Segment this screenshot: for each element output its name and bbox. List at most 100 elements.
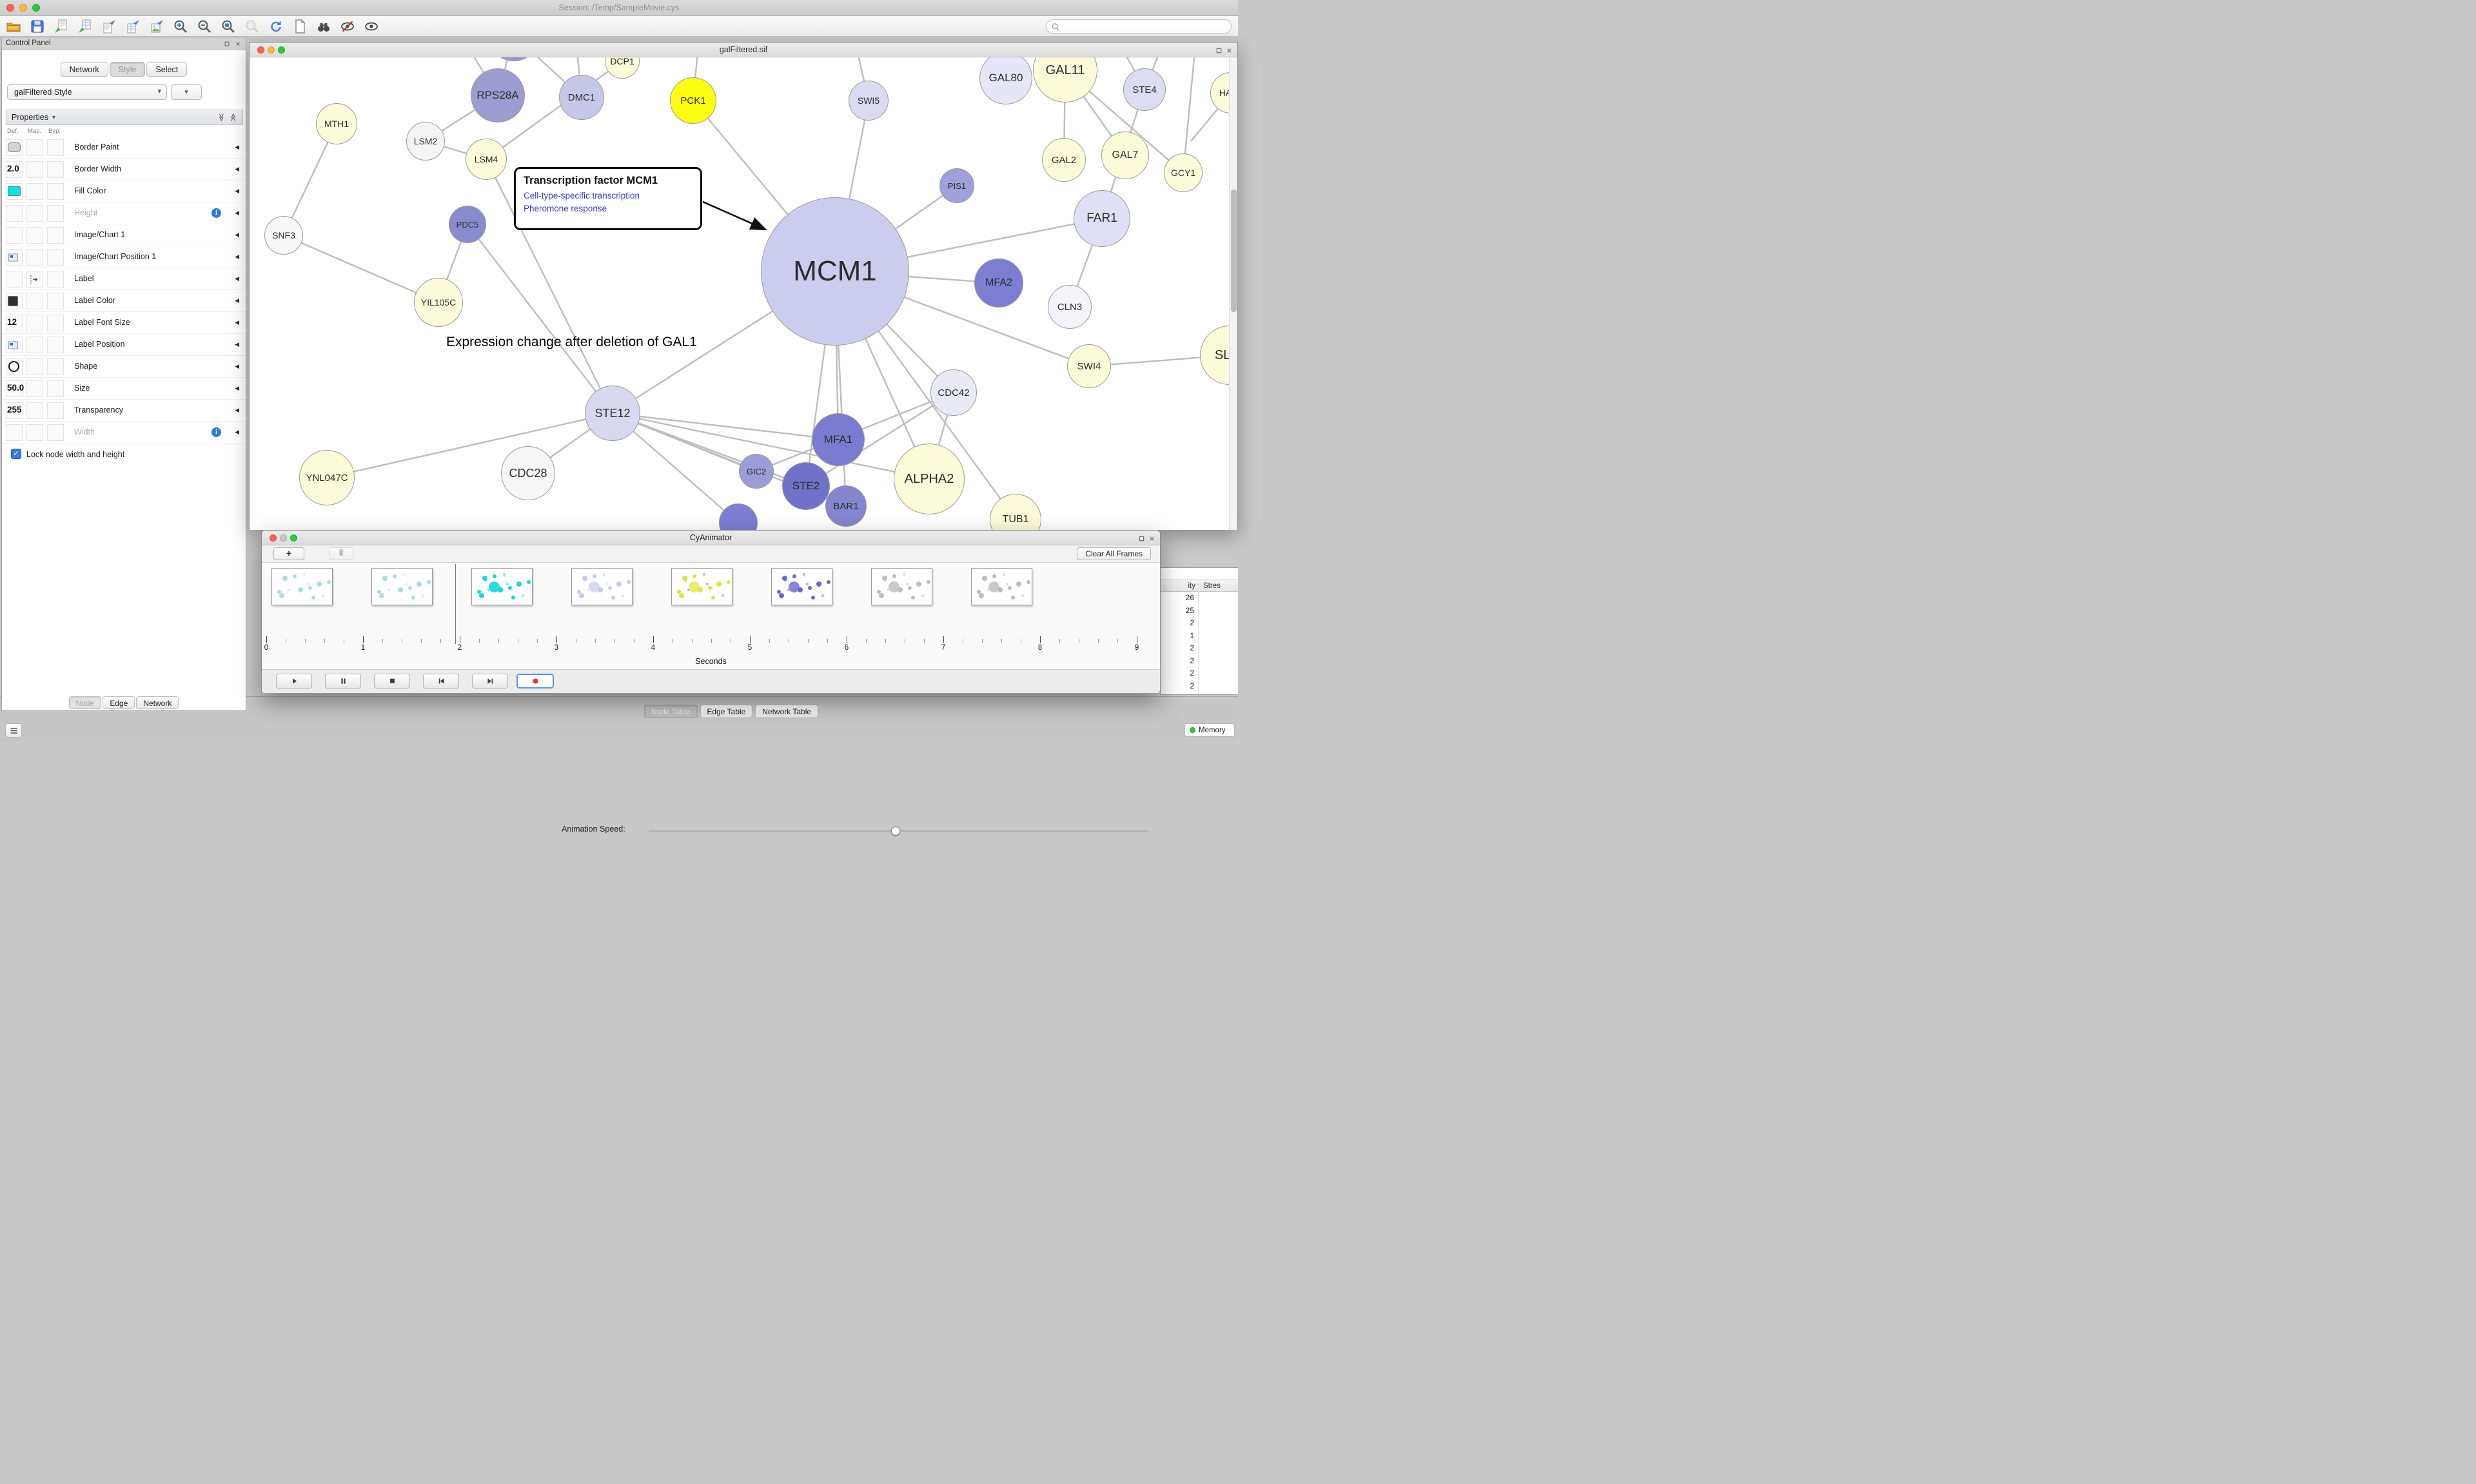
table-row[interactable]: 1 (1161, 630, 1238, 643)
byp-cell[interactable] (47, 271, 64, 288)
map-cell[interactable] (26, 424, 43, 441)
node-SNF3[interactable]: SNF3 (264, 216, 303, 255)
node-SWI4[interactable]: SWI4 (1067, 344, 1111, 388)
network-scrollbar[interactable] (1229, 57, 1237, 530)
export-image-button[interactable] (148, 18, 165, 35)
play-button[interactable] (276, 674, 312, 688)
map-cell[interactable] (26, 161, 43, 178)
table-row[interactable]: 2 (1161, 642, 1238, 655)
delete-frame-button[interactable] (329, 547, 353, 560)
expand-row-arrow[interactable]: ◀ (235, 385, 239, 391)
map-cell[interactable] (26, 249, 43, 266)
node-ALPHA2[interactable]: ALPHA2 (894, 444, 965, 514)
maximize-button[interactable] (290, 534, 297, 542)
def-cell[interactable] (6, 424, 23, 441)
float-window-icon[interactable] (1214, 46, 1223, 55)
expand-row-arrow[interactable]: ◀ (235, 341, 239, 347)
property-row-shape[interactable]: Shape◀ (2, 356, 246, 378)
node-STE2[interactable]: STE2 (782, 462, 830, 510)
style-dropdown[interactable]: galFiltered Style ▾ (7, 84, 167, 100)
tab-network-table[interactable]: Network Table (755, 705, 819, 718)
default-value[interactable]: 50.0 (7, 383, 25, 393)
byp-cell[interactable] (47, 249, 64, 266)
zoom-in-button[interactable] (172, 18, 189, 35)
property-row-fill-color[interactable]: Fill Color◀ (2, 181, 246, 202)
node-GAL80[interactable]: GAL80 (979, 57, 1032, 104)
map-cell[interactable] (26, 227, 43, 244)
def-cell[interactable] (6, 161, 23, 178)
frame-thumbnail-3[interactable] (471, 568, 533, 605)
node-GIC2[interactable]: GIC2 (739, 454, 774, 489)
stop-button[interactable] (374, 674, 410, 688)
zoom-selected-button[interactable] (244, 18, 260, 35)
expand-row-arrow[interactable]: ◀ (235, 210, 239, 216)
node-GAL2[interactable]: GAL2 (1042, 138, 1086, 182)
default-shape-ellipse[interactable] (8, 361, 19, 372)
expand-row-arrow[interactable]: ◀ (235, 319, 239, 326)
open-session-button[interactable] (5, 18, 22, 35)
map-cell[interactable] (26, 205, 43, 222)
tab-style[interactable]: Style (109, 62, 146, 77)
node-SWI5[interactable]: SWI5 (849, 81, 889, 121)
animation-speed-knob[interactable] (891, 826, 900, 835)
expand-row-arrow[interactable]: ◀ (235, 253, 239, 260)
clear-all-frames-button[interactable]: Clear All Frames (1077, 547, 1151, 560)
node-MFA1[interactable]: MFA1 (812, 413, 865, 466)
byp-cell[interactable] (47, 139, 64, 156)
node-DMC1[interactable]: DMC1 (559, 75, 604, 120)
import-network-file-button[interactable] (53, 18, 70, 35)
close-button[interactable] (257, 46, 264, 54)
frame-thumbnail-2[interactable] (371, 568, 433, 605)
maximize-app-button[interactable] (32, 4, 40, 12)
maximize-button[interactable] (278, 46, 285, 54)
collapse-all-icon[interactable]: ≫ (217, 113, 226, 122)
byp-cell[interactable] (47, 227, 64, 244)
minimize-button[interactable] (268, 46, 275, 54)
def-cell[interactable] (6, 227, 23, 244)
map-cell[interactable] (26, 183, 43, 200)
default-value-swatch[interactable] (8, 142, 21, 152)
byp-cell[interactable] (47, 293, 64, 309)
table-row[interactable]: 2 (1161, 667, 1238, 680)
table-row[interactable]: 2 (1161, 617, 1238, 630)
show-all-button[interactable] (363, 18, 380, 35)
node-MTH1[interactable]: MTH1 (316, 103, 357, 144)
node-FAR1[interactable]: FAR1 (1074, 190, 1130, 247)
search-box[interactable] (1046, 19, 1232, 34)
expand-row-arrow[interactable]: ◀ (235, 407, 239, 413)
map-cell[interactable] (26, 380, 43, 397)
map-cell[interactable] (26, 293, 43, 309)
properties-section-header[interactable]: Properties ▾ ≫ ≫ (6, 110, 243, 125)
frame-thumbnail-7[interactable] (871, 568, 932, 605)
frame-thumbnail-6[interactable] (771, 568, 832, 605)
node-CDC42[interactable]: CDC42 (930, 369, 977, 416)
node-LSM4[interactable]: LSM4 (466, 139, 507, 180)
expand-row-arrow[interactable]: ◀ (235, 275, 239, 282)
property-row-label-position[interactable]: Label Position◀ (2, 334, 246, 356)
add-frame-button[interactable]: + (273, 547, 304, 560)
expand-row-arrow[interactable]: ◀ (235, 188, 239, 194)
node-STE12[interactable]: STE12 (585, 386, 640, 441)
float-panel-icon[interactable] (222, 39, 231, 48)
default-value[interactable]: 12 (7, 317, 17, 327)
node-RPS28A[interactable]: RPS28A (471, 68, 525, 122)
close-button[interactable] (270, 534, 277, 542)
map-cell[interactable] (26, 337, 43, 353)
lock-node-size-checkbox[interactable]: ✓ (11, 449, 21, 459)
caption-annotation[interactable]: Expression change after deletion of GAL1 (446, 335, 697, 349)
export-network-button[interactable] (101, 18, 117, 35)
node-PIS1[interactable]: PIS1 (939, 168, 974, 203)
mapping-icon[interactable] (28, 273, 41, 289)
property-row-label[interactable]: Label◀ (2, 268, 246, 290)
network-scrollbar-thumb[interactable] (1231, 190, 1237, 312)
tab-network[interactable]: Network (60, 62, 108, 77)
expand-row-arrow[interactable]: ◀ (235, 231, 239, 238)
byp-cell[interactable] (47, 183, 64, 200)
node-YIL105C[interactable]: YIL105C (414, 278, 463, 327)
